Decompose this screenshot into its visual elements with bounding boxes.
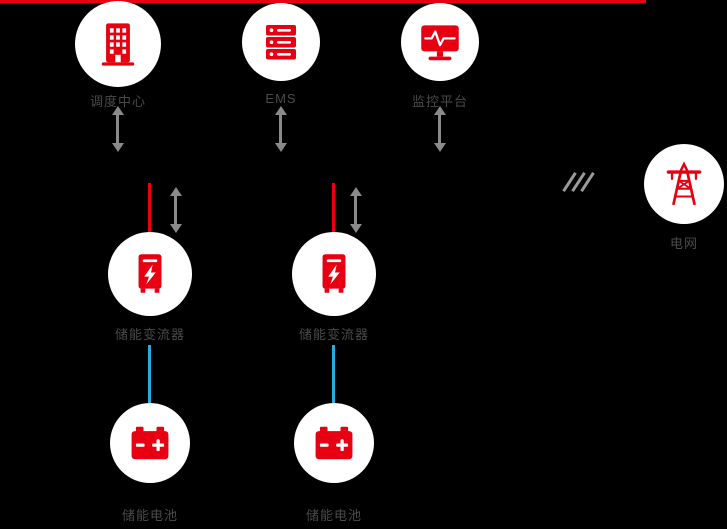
battery-2-node bbox=[294, 403, 374, 483]
dispatch-center-node bbox=[75, 1, 161, 87]
dispatch-center-label: 调度中心 bbox=[89, 94, 147, 109]
monitor-waveform-icon bbox=[421, 25, 459, 61]
converter-lightning-icon bbox=[138, 254, 162, 293]
power-drop-pcs-2 bbox=[332, 183, 335, 233]
battery-2-label: 储能电池 bbox=[305, 508, 363, 523]
pcs-2-label: 储能变流器 bbox=[298, 327, 370, 342]
monitor-platform-node bbox=[401, 3, 479, 81]
power-bus-line bbox=[0, 0, 646, 3]
comm-arrow-pcs-1 bbox=[174, 195, 177, 225]
pcs-1-label: 储能变流器 bbox=[114, 327, 186, 342]
battery-1-label: 储能电池 bbox=[121, 508, 179, 523]
power-grid-node bbox=[644, 144, 724, 224]
building-icon bbox=[101, 23, 135, 66]
battery-1-node bbox=[110, 403, 190, 483]
comm-arrow-pcs-2 bbox=[354, 195, 357, 225]
converter-lightning-icon bbox=[322, 254, 346, 293]
power-grid-label: 电网 bbox=[669, 236, 699, 251]
monitor-platform-label: 监控平台 bbox=[411, 94, 469, 109]
ems-node bbox=[242, 3, 320, 81]
transmission-tower-icon bbox=[666, 161, 702, 206]
pcs-1-node bbox=[108, 232, 192, 316]
battery-icon bbox=[131, 426, 169, 460]
server-icon bbox=[266, 25, 296, 60]
comm-arrow-monitor bbox=[438, 114, 441, 144]
battery-icon bbox=[315, 426, 353, 460]
pcs-2-node bbox=[292, 232, 376, 316]
comm-arrow-dispatch bbox=[116, 114, 119, 144]
ems-label: EMS bbox=[265, 91, 297, 106]
dc-link-battery-1 bbox=[148, 345, 151, 403]
dc-link-battery-2 bbox=[332, 345, 335, 403]
power-drop-pcs-1 bbox=[148, 183, 151, 233]
comm-arrow-ems bbox=[279, 114, 282, 144]
